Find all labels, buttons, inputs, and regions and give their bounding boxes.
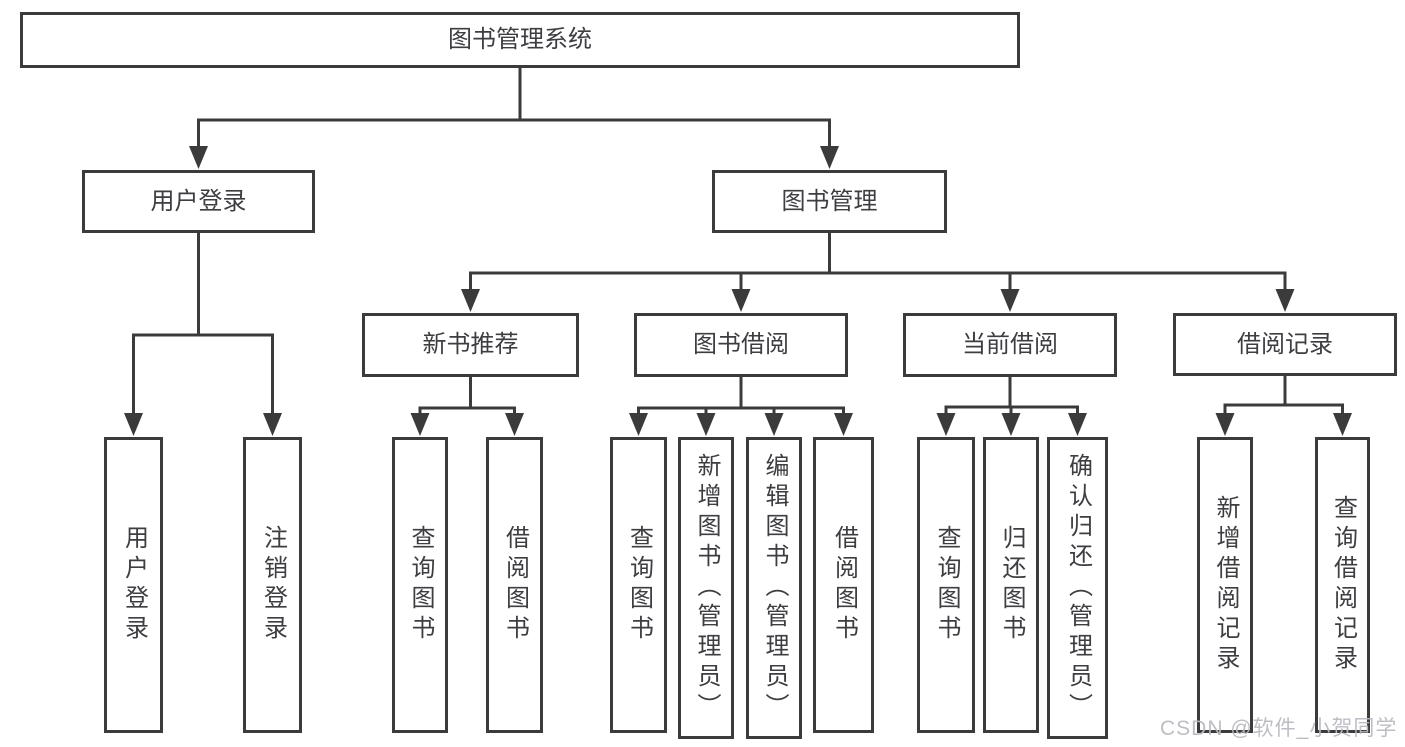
node-root: 图书管理系统 bbox=[20, 12, 1020, 68]
node-leaf-query-books-3: 查询图书 bbox=[917, 437, 975, 733]
node-current-borrow: 当前借阅 bbox=[903, 313, 1117, 377]
node-label: 借阅图书 bbox=[501, 525, 529, 645]
node-leaf-return-books: 归还图书 bbox=[983, 437, 1039, 733]
node-leaf-user-login: 用户登录 bbox=[104, 437, 163, 733]
node-label: 图书管理系统 bbox=[448, 26, 592, 53]
arrowhead-icon bbox=[263, 413, 282, 436]
node-user-login: 用户登录 bbox=[82, 170, 315, 233]
arrowhead-icon bbox=[189, 146, 208, 169]
node-label: 新书推荐 bbox=[422, 331, 519, 358]
node-book-mgmt: 图书管理 bbox=[712, 170, 947, 233]
node-label: 编辑图书（管理员） bbox=[761, 453, 788, 723]
node-leaf-query-record: 查询借阅记录 bbox=[1315, 437, 1370, 733]
node-label: 查询图书 bbox=[933, 525, 960, 645]
node-label: 当前借阅 bbox=[962, 331, 1058, 358]
node-label: 查询借阅记录 bbox=[1329, 495, 1357, 675]
node-leaf-add-books: 新增图书（管理员） bbox=[678, 437, 734, 739]
arrowhead-icon bbox=[1333, 413, 1352, 436]
node-leaf-confirm-return: 确认归还（管理员） bbox=[1047, 437, 1108, 739]
node-leaf-query-books-1: 查询图书 bbox=[392, 437, 448, 733]
arrowhead-icon bbox=[696, 413, 716, 436]
arrowhead-icon bbox=[1275, 289, 1295, 312]
node-label: 新增借阅记录 bbox=[1212, 495, 1239, 675]
node-leaf-add-record: 新增借阅记录 bbox=[1197, 437, 1253, 733]
arrowhead-icon bbox=[410, 413, 430, 436]
node-borrow-records: 借阅记录 bbox=[1173, 313, 1397, 376]
node-label: 归还图书 bbox=[998, 525, 1025, 645]
node-label: 借阅记录 bbox=[1237, 330, 1333, 358]
node-label: 借阅图书 bbox=[830, 525, 858, 645]
node-leaf-borrow-books-1: 借阅图书 bbox=[486, 437, 543, 733]
arrowhead-icon bbox=[834, 413, 853, 436]
node-new-book-rec: 新书推荐 bbox=[362, 313, 579, 377]
arrowhead-icon bbox=[1001, 413, 1021, 436]
arrowhead-icon bbox=[820, 146, 839, 169]
arrowhead-icon bbox=[936, 413, 956, 436]
node-leaf-edit-books: 编辑图书（管理员） bbox=[746, 437, 802, 739]
arrowhead-icon bbox=[1000, 289, 1020, 312]
node-label: 新增图书（管理员） bbox=[693, 453, 720, 723]
node-leaf-borrow-books-2: 借阅图书 bbox=[813, 437, 874, 733]
node-label: 图书管理 bbox=[781, 187, 878, 215]
node-label: 查询图书 bbox=[625, 525, 653, 645]
node-label: 用户登录 bbox=[120, 525, 148, 645]
arrowhead-icon bbox=[764, 413, 784, 436]
arrowhead-icon bbox=[629, 413, 648, 436]
arrowhead-icon bbox=[1068, 413, 1087, 436]
arrowhead-icon bbox=[505, 413, 524, 436]
watermark: CSDN @软件_小贺同学 bbox=[1160, 717, 1398, 740]
node-label: 图书借阅 bbox=[693, 331, 789, 358]
arrowhead-icon bbox=[1215, 413, 1235, 436]
node-leaf-query-books-2: 查询图书 bbox=[610, 437, 667, 733]
arrowhead-icon bbox=[731, 289, 751, 312]
node-book-borrow: 图书借阅 bbox=[634, 313, 848, 377]
node-label: 确认归还（管理员） bbox=[1064, 453, 1092, 723]
node-label: 查询图书 bbox=[407, 525, 434, 645]
arrowhead-icon bbox=[124, 413, 143, 436]
arrowhead-icon bbox=[461, 289, 480, 312]
node-leaf-logout: 注销登录 bbox=[243, 437, 302, 733]
node-label: 用户登录 bbox=[150, 187, 247, 215]
node-label: 注销登录 bbox=[259, 525, 287, 645]
